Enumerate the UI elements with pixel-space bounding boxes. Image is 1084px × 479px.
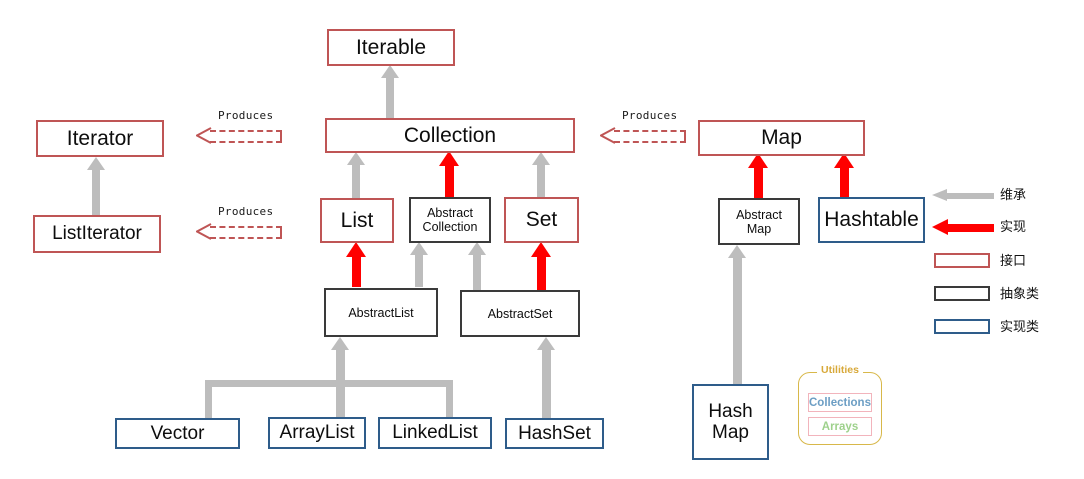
- edge-abstractlist-to-abstractcollection-shaft: [415, 255, 423, 287]
- edge-listiterator-to-iterator-head: [87, 157, 105, 170]
- node-listiterator[interactable]: ListIterator: [33, 215, 161, 253]
- node-set[interactable]: Set: [504, 197, 579, 243]
- node-list[interactable]: List: [320, 198, 394, 243]
- node-abstractmap[interactable]: Abstract Map: [718, 198, 800, 245]
- legend-label-abstract: 抽象类: [1000, 287, 1040, 302]
- edge-list-to-collection-shaft: [352, 165, 360, 198]
- edge-abstractlist-to-abstractcollection-head: [410, 242, 428, 255]
- abstract-box-icon: [934, 286, 990, 301]
- edge-abstractlist-stem-shaft: [336, 350, 345, 383]
- produces-right-arrowhead: [598, 127, 616, 144]
- edge-set-to-collection-head: [532, 152, 550, 165]
- node-iterable[interactable]: Iterable: [327, 29, 455, 66]
- produces-listiterator-tail: [280, 226, 282, 237]
- edge-abstractset-to-abstractcollection-shaft: [473, 255, 481, 290]
- legend-row-implementation: 实现类: [930, 314, 1080, 340]
- edge-tree-drop-arraylist: [336, 380, 345, 418]
- produces-edge-left: Produces: [194, 109, 282, 144]
- produces-right-dash-bottom: [614, 141, 686, 143]
- produces-left-label: Produces: [218, 109, 274, 122]
- legend-row-abstract: 抽象类: [930, 281, 1080, 307]
- red-arrow-icon: [932, 219, 994, 235]
- edge-abstractset-to-abstractcollection-head: [468, 242, 486, 255]
- edge-tree-drop-linkedlist: [446, 380, 453, 418]
- edge-abstractlist-stem-head: [331, 337, 349, 350]
- node-collection[interactable]: Collection: [325, 118, 575, 153]
- edge-abstractset-to-set-shaft: [537, 257, 546, 290]
- produces-listiterator-arrowhead: [194, 223, 212, 240]
- node-hashmap[interactable]: Hash Map: [692, 384, 769, 460]
- produces-left-tail: [280, 130, 282, 141]
- produces-right-dash-top: [614, 130, 686, 132]
- edge-collection-to-iterable-head: [381, 65, 399, 78]
- node-hashtable[interactable]: Hashtable: [818, 197, 925, 243]
- produces-left-dash-bottom: [210, 141, 282, 143]
- legend-row-interface: 接口: [930, 248, 1080, 274]
- legend-label-implementation: 实现类: [1000, 320, 1040, 335]
- node-abstractlist[interactable]: AbstractList: [324, 288, 438, 337]
- grey-arrow-icon: [932, 189, 994, 201]
- edge-collection-to-iterable-shaft: [386, 78, 394, 118]
- legend-label-inheritance: 维承: [1000, 188, 1027, 203]
- legend-label-implements: 实现: [1000, 220, 1027, 235]
- node-linkedlist[interactable]: LinkedList: [378, 417, 492, 449]
- node-vector[interactable]: Vector: [115, 418, 240, 449]
- legend-row-implements: 实现: [930, 214, 1080, 240]
- edge-abstractcollection-to-collection-head: [439, 151, 459, 166]
- produces-edge-right: Produces: [598, 109, 686, 144]
- produces-listiterator-dash-bottom: [210, 237, 282, 239]
- edge-hashtable-to-map-head: [834, 153, 854, 168]
- edge-abstractset-to-set-head: [531, 242, 551, 257]
- legend-row-inheritance: 维承: [930, 182, 1080, 208]
- produces-listiterator-label: Produces: [218, 205, 274, 218]
- legend-label-interface: 接口: [1000, 254, 1027, 269]
- utility-arrays[interactable]: Arrays: [808, 417, 872, 436]
- edge-list-to-collection-head: [347, 152, 365, 165]
- edge-abstractmap-to-map-head: [748, 153, 768, 168]
- node-map[interactable]: Map: [698, 120, 865, 156]
- utilities-title: Utilities: [817, 364, 863, 376]
- edge-hashset-to-abstractset-head: [537, 337, 555, 350]
- edge-abstractlist-to-list-head: [346, 242, 366, 257]
- edge-tree-horizontal-bar: [205, 380, 453, 387]
- edge-hashmap-to-abstractmap-shaft: [733, 258, 742, 384]
- node-abstractcollection[interactable]: Abstract Collection: [409, 197, 491, 243]
- edge-hashset-to-abstractset-shaft: [542, 350, 551, 418]
- edge-tree-drop-vector: [205, 380, 212, 418]
- utility-collections[interactable]: Collections: [808, 393, 872, 412]
- implementation-box-icon: [934, 319, 990, 334]
- produces-right-label: Produces: [622, 109, 678, 122]
- produces-left-arrowhead: [194, 127, 212, 144]
- node-abstractset[interactable]: AbstractSet: [460, 290, 580, 337]
- produces-left-dash-top: [210, 130, 282, 132]
- produces-edge-listiterator: Produces: [194, 205, 282, 240]
- produces-right-tail: [684, 130, 686, 141]
- edge-hashtable-to-map-shaft: [840, 168, 849, 198]
- edge-listiterator-to-iterator-shaft: [92, 170, 100, 215]
- utilities-group: Utilities Collections Arrays: [798, 364, 882, 445]
- interface-box-icon: [934, 253, 990, 268]
- node-hashset[interactable]: HashSet: [505, 418, 604, 449]
- node-iterator[interactable]: Iterator: [36, 120, 164, 157]
- edge-set-to-collection-shaft: [537, 165, 545, 198]
- node-arraylist[interactable]: ArrayList: [268, 417, 366, 449]
- edge-abstractlist-to-list-shaft: [352, 257, 361, 287]
- produces-listiterator-dash-top: [210, 226, 282, 228]
- edge-abstractcollection-to-collection-shaft: [445, 166, 454, 198]
- edge-abstractmap-to-map-shaft: [754, 168, 763, 198]
- edge-hashmap-to-abstractmap-head: [728, 245, 746, 258]
